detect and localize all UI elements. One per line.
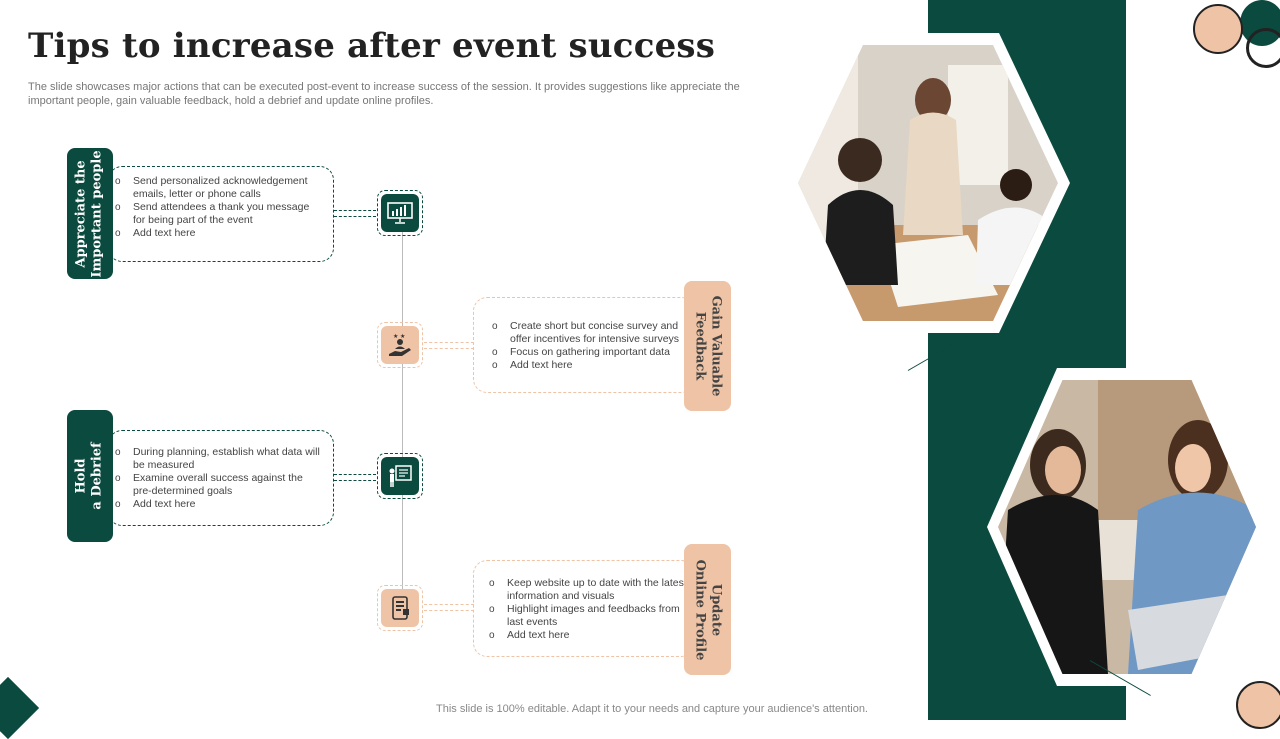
- slide-subtitle: The slide showcases major actions that c…: [28, 80, 748, 108]
- step-label-line1: Hold: [74, 442, 90, 509]
- step-icon-update: [377, 585, 423, 631]
- timeline-line: [402, 215, 403, 610]
- list-item: Create short but concise survey and offe…: [490, 320, 688, 346]
- list-item: Add text here: [490, 359, 688, 372]
- hexagon-photo-top: [786, 33, 1070, 333]
- list-item: Send personalized acknowledgement emails…: [113, 175, 323, 201]
- list-item: During planning, establish what data wil…: [113, 446, 323, 472]
- step-icon-debrief: [377, 453, 423, 499]
- step-label-line1: Update: [708, 559, 724, 660]
- list-item: Highlight images and feedbacks from last…: [487, 603, 688, 629]
- step-icon-appreciate: [377, 190, 423, 236]
- list-item: Send attendees a thank you message for b…: [113, 201, 323, 227]
- list-item: Focus on gathering important data: [490, 346, 688, 359]
- slide-title: Tips to increase after event success: [28, 26, 715, 66]
- connector-line: [334, 474, 376, 475]
- list-item: Keep website up to date with the latest …: [487, 577, 688, 603]
- deco-circle-peach-bottom: [1236, 681, 1280, 729]
- step-tab-debrief: Hold a Debrief: [67, 410, 113, 542]
- deco-ring: [1246, 28, 1280, 68]
- connector-line: [334, 210, 376, 211]
- step-label-line2: Online Profile: [692, 559, 708, 660]
- step-textbox-update: Keep website up to date with the latest …: [473, 560, 695, 657]
- connector-line: [424, 342, 474, 343]
- hexagon-photo-bottom: [987, 368, 1267, 686]
- step-textbox-debrief: During planning, establish what data wil…: [108, 430, 334, 526]
- presentation-chart-icon: [387, 201, 413, 225]
- step-label-line2: Feedback: [692, 296, 708, 397]
- list-item: Add text here: [113, 227, 323, 240]
- step-textbox-feedback: Create short but concise survey and offe…: [473, 297, 695, 393]
- step-label-line1: Appreciate the: [74, 150, 90, 277]
- step-tab-update: Update Online Profile: [684, 544, 731, 675]
- step-tab-feedback: Gain Valuable Feedback: [684, 281, 731, 411]
- connector-line: [424, 610, 474, 611]
- list-item: Examine overall success against the pre-…: [113, 472, 323, 498]
- mobile-profile-icon: [387, 595, 413, 621]
- feedback-hand-icon: ★ ★: [387, 332, 413, 358]
- step-icon-feedback: ★ ★: [377, 322, 423, 368]
- slide-footer: This slide is 100% editable. Adapt it to…: [436, 703, 868, 715]
- connector-line: [334, 480, 376, 481]
- presenter-board-icon: [387, 464, 413, 488]
- list-item: Add text here: [487, 629, 688, 642]
- list-item: Add text here: [113, 498, 323, 511]
- step-label-line2: Important people: [90, 150, 106, 277]
- svg-text:★ ★: ★ ★: [393, 333, 405, 340]
- connector-line: [334, 216, 376, 217]
- step-textbox-appreciate: Send personalized acknowledgement emails…: [108, 166, 334, 262]
- connector-line: [424, 348, 474, 349]
- step-label-line1: Gain Valuable: [708, 296, 724, 397]
- connector-line: [424, 604, 474, 605]
- deco-circle-peach: [1193, 4, 1243, 54]
- step-label-line2: a Debrief: [90, 442, 106, 509]
- deco-corner-triangle: [0, 677, 39, 739]
- step-tab-appreciate: Appreciate the Important people: [67, 148, 113, 279]
